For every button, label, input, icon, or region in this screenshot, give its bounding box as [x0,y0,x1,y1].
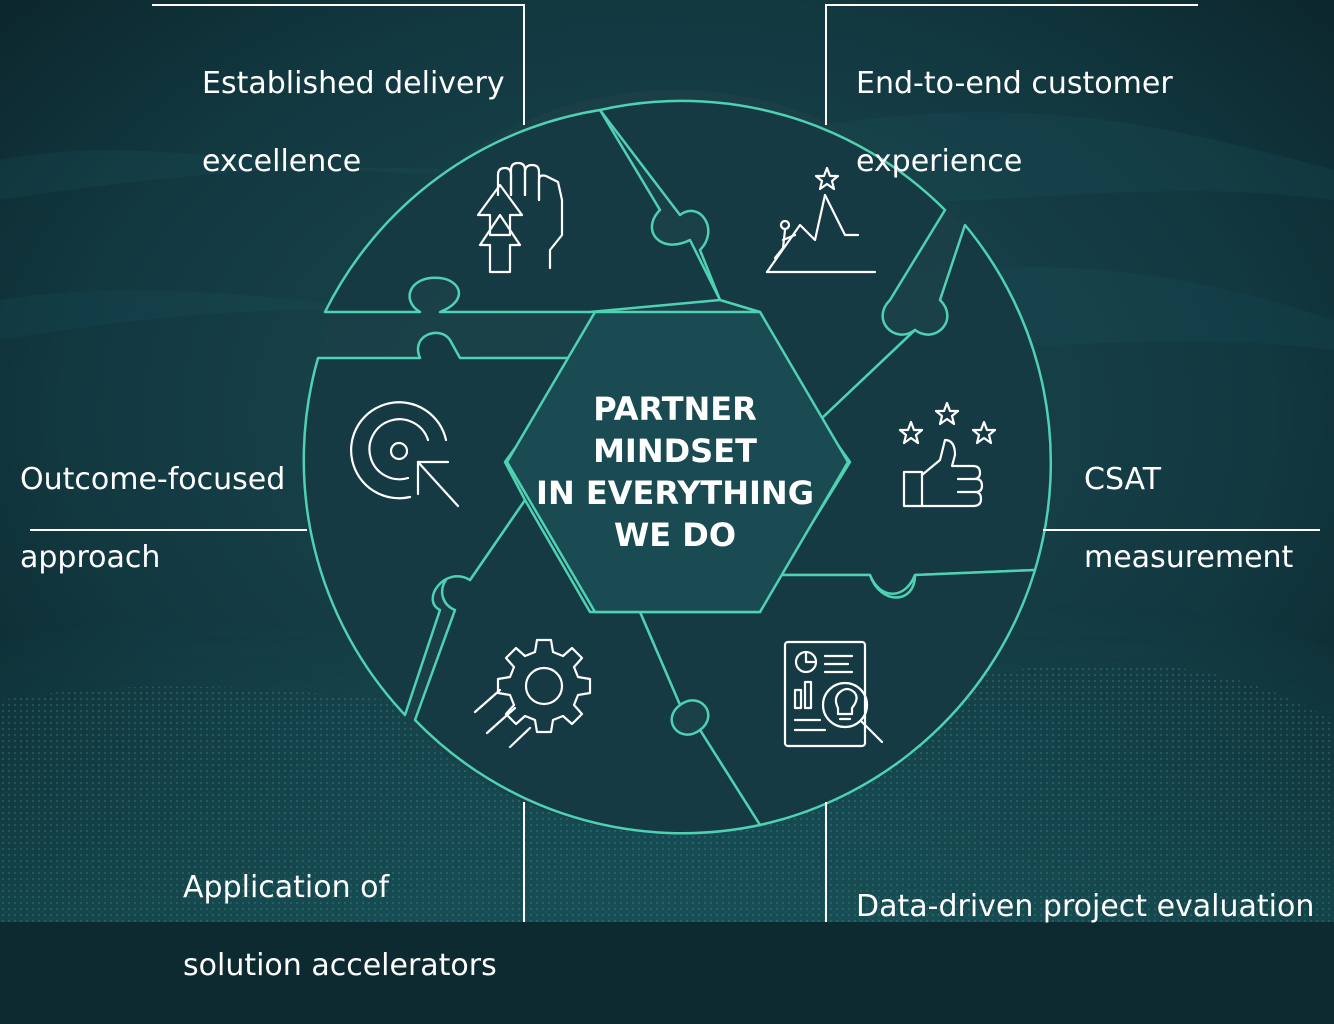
segment-label-data-driven: Data-driven project evaluation [856,848,1314,965]
segment-label-line: Outcome-focused [20,462,286,497]
report-magnifier-lightbulb-icon [783,640,884,748]
puzzle-piece-left [302,331,582,717]
segment-label-line: excellence [202,144,362,179]
puzzle-pieces [302,99,1053,835]
center-title-line: MINDSET [593,432,757,470]
segment-label-line: Established delivery [202,66,505,101]
connector-lines [30,4,1320,922]
segment-label-customer-experience: End-to-end customer experience [856,25,1173,220]
segment-label-csat: CSAT measurement [1084,421,1293,616]
segment-label-line: End-to-end customer [856,66,1173,101]
center-title-line: WE DO [613,516,737,554]
segment-label-line: Data-driven project evaluation [856,889,1315,924]
puzzle-piece-right [778,223,1053,595]
connector-top-right [825,4,1198,125]
puzzle-piece-bottom-left [413,498,762,835]
segment-label-delivery-excellence: Established delivery excellence [202,25,505,220]
center-title-line: PARTNER [593,390,757,428]
segment-label-line: Application of [183,870,390,905]
segment-label-line: solution accelerators [183,948,497,983]
puzzle-piece-bottom-right [638,568,1037,827]
segment-label-line: approach [20,540,161,575]
segment-label-line: measurement [1084,540,1294,575]
mountain-summit-star-icon [765,166,877,274]
segment-label-solution-accelerators: Application of solution accelerators [183,829,497,1024]
center-title: PARTNER MINDSET IN EVERYTHING WE DO [520,388,830,556]
speeding-gear-icon [473,638,592,749]
thumbs-up-stars-icon [898,401,997,508]
raised-fist-arrows-icon [476,161,564,274]
center-title-line: IN EVERYTHING [536,474,814,512]
segment-label-outcome-focused: Outcome-focused approach [20,421,285,616]
segment-label-line: experience [856,144,1023,179]
puzzle-piece-top-left [323,108,722,314]
puzzle-diagram [0,0,1334,922]
puzzle-piece-top-right [598,99,947,422]
connector-top-left [152,4,525,125]
target-cursor-icon [350,401,460,508]
center-hexagon [505,310,850,614]
segment-label-line: CSAT [1084,462,1162,497]
